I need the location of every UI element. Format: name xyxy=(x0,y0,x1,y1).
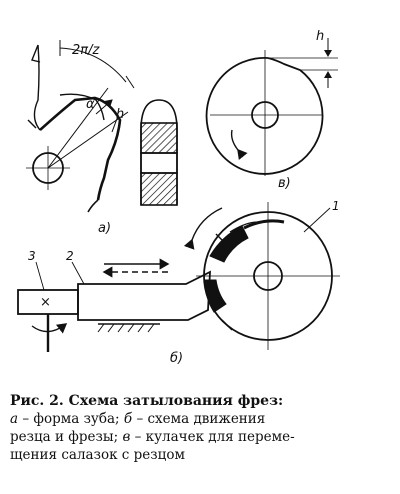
label-3: 3 xyxy=(28,249,36,263)
h-label-c: h xyxy=(316,29,324,44)
sub-label-b: б) xyxy=(170,351,183,366)
cutter-wheel-1 xyxy=(183,202,340,350)
tooth-form-view-a xyxy=(26,40,135,213)
label-2: 2 xyxy=(66,249,74,263)
cam-view-c xyxy=(205,38,338,176)
tool-slide xyxy=(17,258,211,352)
sub-label-c: в) xyxy=(278,176,291,191)
pitch-label: 2π/z xyxy=(72,43,100,58)
h-label-a: h xyxy=(116,107,124,122)
label-1: 1 xyxy=(332,199,340,213)
caption-line-2: резца и фрезы; в – кулачек для переме- xyxy=(10,429,295,445)
sub-label-a: а) xyxy=(98,221,111,236)
alpha-label: α xyxy=(86,97,95,112)
caption-line-3: щения салазок с резцом xyxy=(10,447,185,463)
caption-title: Рис. 2. Схема затылования фрез: xyxy=(10,393,284,409)
axis-cross: × xyxy=(40,295,51,310)
figure-caption: Рис. 2. Схема затылования фрез: а – форм… xyxy=(10,392,394,464)
tooth-section xyxy=(140,99,178,206)
caption-line-1: а – форма зуба; б – схема движения xyxy=(10,411,266,427)
